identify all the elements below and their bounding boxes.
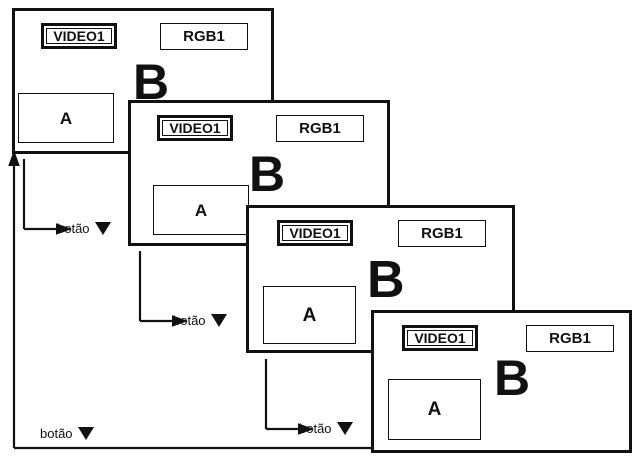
connector-elbow-2 (136, 247, 256, 332)
video-source-chip-4[interactable]: VIDEO1 (402, 325, 478, 351)
connector-caption-2: botão (173, 314, 227, 327)
sub-window-3[interactable]: A (263, 286, 356, 344)
loop-back-label: botão (40, 426, 73, 441)
video-source-chip-inner-4: VIDEO1 (407, 330, 473, 346)
triangle-down-icon-2 (210, 314, 227, 327)
video-source-label-1: VIDEO1 (53, 28, 105, 44)
rgb-source-chip-3[interactable]: RGB1 (398, 220, 486, 247)
video-source-label-3: VIDEO1 (289, 225, 341, 241)
sub-window-label-3: A (302, 304, 317, 326)
connector-caption-3: botão (299, 422, 353, 435)
triangle-down-icon-loop (77, 427, 94, 440)
rgb-source-label-3: RGB1 (421, 225, 463, 242)
connector-elbow-1 (20, 155, 140, 240)
triangle-down-icon-1 (94, 222, 111, 235)
video-source-label-2: VIDEO1 (169, 120, 221, 136)
video-source-chip-inner-3: VIDEO1 (282, 225, 348, 241)
connector-label-1: botão (57, 221, 90, 236)
screen-panel-4[interactable]: VIDEO1 RGB1 A B (371, 310, 632, 453)
sub-window-label-1: A (59, 108, 73, 128)
connector-label-3: botão (299, 421, 332, 436)
rgb-source-chip-1[interactable]: RGB1 (160, 23, 248, 50)
sub-window-4[interactable]: A (388, 379, 481, 440)
rgb-source-label-1: RGB1 (183, 28, 225, 45)
video-source-chip-inner-1: VIDEO1 (46, 28, 112, 44)
connector-elbow-3 (262, 355, 382, 440)
rgb-source-label-2: RGB1 (299, 120, 341, 137)
main-window-label-2: B (249, 146, 285, 202)
video-source-chip-2[interactable]: VIDEO1 (157, 115, 233, 141)
connector-caption-1: botão (57, 222, 111, 235)
triangle-down-icon-3 (336, 422, 353, 435)
sub-window-2[interactable]: A (153, 185, 249, 235)
video-source-chip-3[interactable]: VIDEO1 (277, 220, 353, 246)
screen-panel-1[interactable]: VIDEO1 RGB1 A B (12, 8, 274, 154)
sub-window-label-2: A (194, 200, 208, 220)
loop-back-caption: botão (40, 427, 94, 440)
connector-label-2: botão (173, 313, 206, 328)
rgb-source-chip-2[interactable]: RGB1 (276, 115, 364, 142)
rgb-source-chip-4[interactable]: RGB1 (526, 325, 614, 352)
main-window-label-4: B (494, 350, 530, 406)
sub-window-1[interactable]: A (18, 93, 114, 143)
video-source-chip-1[interactable]: VIDEO1 (41, 23, 117, 49)
rgb-source-label-4: RGB1 (549, 330, 591, 347)
sub-window-label-4: A (427, 399, 442, 420)
video-source-label-4: VIDEO1 (414, 330, 466, 346)
video-source-chip-inner-2: VIDEO1 (162, 120, 228, 136)
main-window-label-3: B (367, 251, 405, 309)
main-window-label-1: B (133, 54, 169, 110)
